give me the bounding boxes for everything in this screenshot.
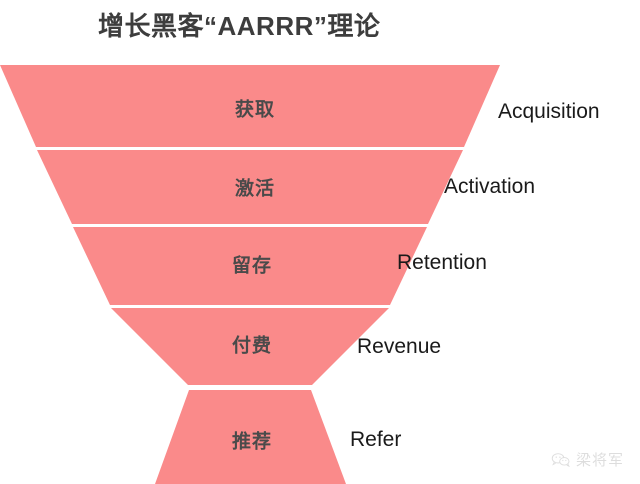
funnel-segment-activation <box>37 150 463 224</box>
stage-label-cn-retention: 留存 <box>231 255 273 277</box>
funnel-segment-acquisition <box>0 65 500 147</box>
stage-label-cn-refer: 推荐 <box>231 431 273 453</box>
stage-label-en-acquisition: Acquisition <box>498 100 600 123</box>
funnel-segment-refer <box>155 390 346 484</box>
stage-label-en-activation: Activation <box>444 175 536 198</box>
stage-label-en-refer: Refer <box>350 428 402 451</box>
stage-label-en-revenue: Revenue <box>357 335 442 358</box>
stage-label-cn-activation: 激活 <box>234 178 276 200</box>
stage-label-en-retention: Retention <box>397 251 487 274</box>
page-title: 增长黑客“AARRR”理论 <box>98 11 381 41</box>
stage-label-cn-revenue: 付费 <box>231 335 273 357</box>
funnel-segment-revenue <box>111 308 389 385</box>
wechat-icon <box>551 452 570 467</box>
funnel-segment-retention <box>73 227 427 305</box>
watermark-text: 梁将军 <box>575 452 624 469</box>
watermark: 梁将军 <box>551 449 624 470</box>
stage-label-cn-acquisition: 获取 <box>234 99 276 121</box>
